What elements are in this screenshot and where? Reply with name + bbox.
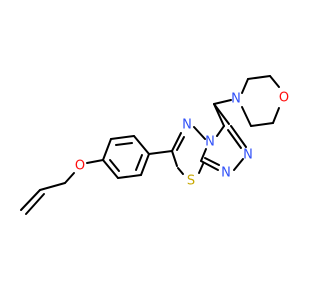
morpholine-bond-6 [241, 106, 252, 127]
triazole-bond-c-n [200, 160, 219, 171]
phenyl-bond-4 [140, 153, 150, 176]
triazole-double-n-c [227, 129, 242, 149]
fused-bond-down [200, 148, 207, 162]
ring-bond-c-s [171, 150, 178, 167]
bond-ch2-n [213, 99, 232, 105]
phenyl-inner-3 [109, 159, 120, 172]
phenyl-bond-5 [117, 174, 142, 179]
phenyl-bond-1 [102, 138, 112, 161]
bond-o-phenyl [86, 159, 104, 164]
morpholine-bond-1 [241, 78, 249, 94]
triazole-bond-n-c [230, 125, 247, 148]
phenyl-bond-2 [110, 135, 135, 140]
fused-bond-up [216, 125, 225, 137]
bond-allyl [39, 182, 66, 191]
morpholine-nitrogen-label: N [231, 92, 241, 107]
fused-ring-system: N N S N N [171, 118, 253, 189]
phenyl-bond-6 [102, 159, 119, 179]
ring-bond-n-n [193, 126, 206, 140]
phenyl-ring [102, 135, 150, 179]
sulfur-label: S [187, 174, 195, 189]
fused-nitrogen-label: N [205, 135, 215, 150]
allyl-group [20, 172, 75, 215]
morpholine-bond-2 [247, 75, 271, 80]
bond-phenyl-thiadiazole [148, 150, 173, 155]
thiadiazole-nitrogen-label: N [182, 118, 192, 133]
morpholine-oxygen-label: O [279, 91, 289, 106]
bond-terminal-double-2 [25, 193, 45, 215]
triazole-double-c-n [204, 157, 220, 166]
morpholine-bond-4 [272, 107, 280, 124]
molecule-canvas: O N N S [20, 75, 290, 215]
morpholine-bond-3 [269, 75, 280, 88]
phenyl-bond-3 [133, 135, 150, 155]
triazole-nitrogen-b-label: N [243, 148, 253, 163]
triazole-bond-n-n [233, 158, 244, 171]
morpholine-ring [241, 75, 280, 127]
sulfur-bond-right [198, 163, 204, 174]
ether-oxygen-label: O [75, 159, 85, 174]
molecule-structure: O N N S [20, 75, 289, 215]
bond-allyl-o [64, 172, 75, 184]
sulfur-bond-left [177, 167, 184, 175]
morpholine-bond-5 [250, 122, 274, 127]
bond-ch2-visual [213, 103, 230, 125]
phenyl-inner-2 [135, 154, 143, 171]
triazole-nitrogen-a-label: N [221, 166, 231, 181]
ring-bond-c-n [171, 132, 182, 152]
phenyl-inner-1 [115, 142, 133, 146]
bond-terminal-double [20, 189, 41, 211]
ring-double-c-n [176, 136, 185, 151]
